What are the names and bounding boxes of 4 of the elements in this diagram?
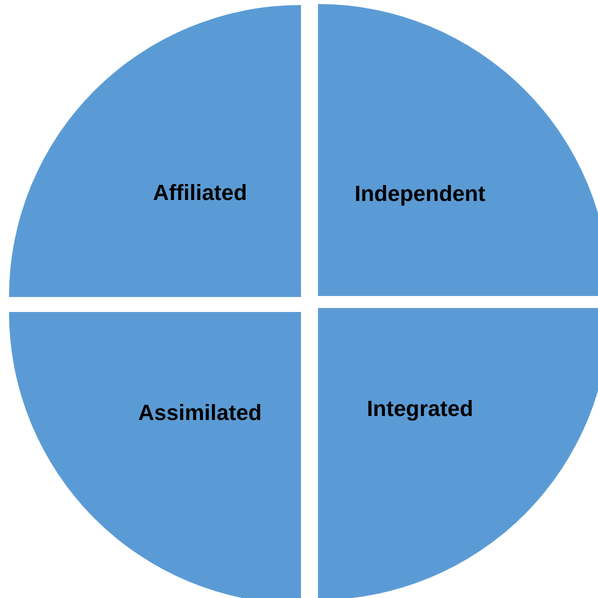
quadrant-label: Assimilated: [138, 400, 262, 426]
quadrant-label: Integrated: [366, 396, 474, 422]
quadrant-label: Independent: [354, 181, 486, 207]
quadrant-label: Affiliated: [152, 180, 248, 206]
